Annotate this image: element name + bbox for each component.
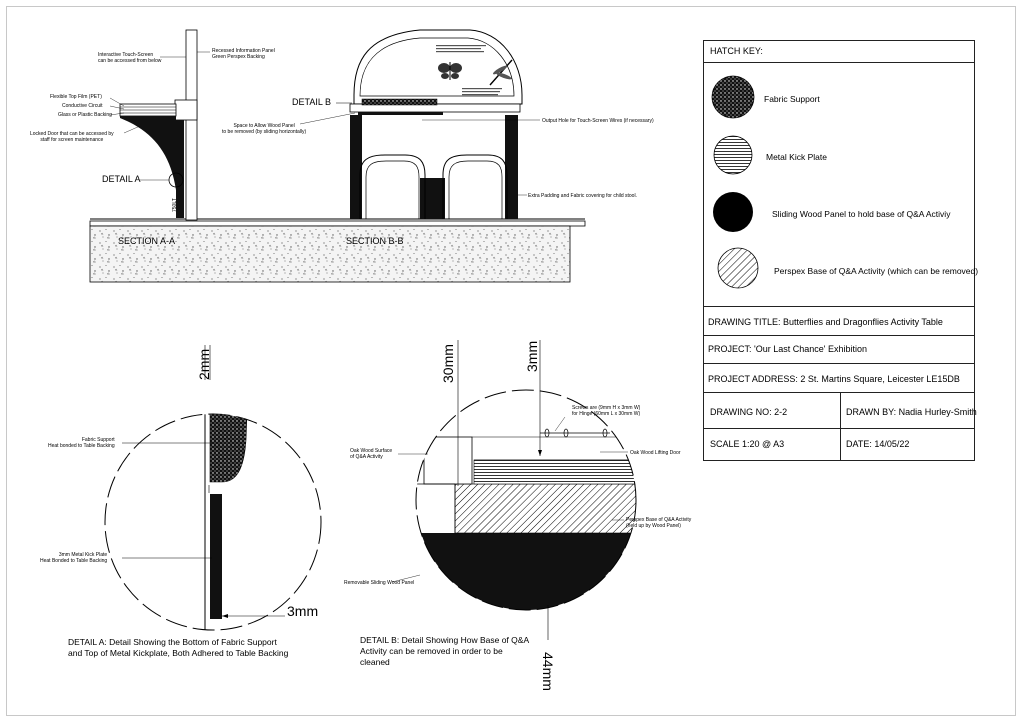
ann-oak-door: Oak Wood Lifting Door bbox=[630, 450, 681, 456]
section-aa-label: SECTION A-A bbox=[118, 236, 176, 246]
ann-padding: Extra Padding and Fabric covering for ch… bbox=[528, 193, 637, 199]
detail-a-dim-3mm: 3mm bbox=[287, 603, 319, 619]
hatch-swatch-metal bbox=[713, 135, 753, 175]
detail-b-dim-44mm: 44mm bbox=[540, 652, 556, 691]
key-label-metal: Metal Kick Plate bbox=[766, 152, 827, 162]
ann-perspex-base: Perspex Base of Q&A Activity (held up by… bbox=[626, 517, 692, 529]
drawn-by: DRAWN BY: Nadia Hurley-Smith bbox=[846, 407, 977, 417]
drawing-no-row: DRAWING NO: 2-2 DRAWN BY: Nadia Hurley-S… bbox=[704, 393, 977, 429]
detail-b-drawing bbox=[391, 340, 637, 640]
butterfly-icon bbox=[438, 62, 462, 80]
ann-fabric-support: Fabric Support Heat bonded to Table Back… bbox=[48, 437, 115, 449]
ann-space-panel: Space to Allow Wood Panel to be removed … bbox=[222, 123, 307, 135]
hatch-swatch-perspex bbox=[717, 247, 759, 289]
project-address: PROJECT ADDRESS: 2 St. Martins Square, L… bbox=[708, 374, 960, 384]
date: DATE: 14/05/22 bbox=[846, 439, 910, 449]
dragonfly-icon bbox=[489, 59, 513, 86]
ann-sliding-panel: Removable Sliding Wood Panel bbox=[344, 580, 415, 586]
hatch-swatch-fabric bbox=[711, 75, 755, 119]
detail-b-dim-3mm: 3mm bbox=[524, 340, 540, 372]
project-row: PROJECT: 'Our Last Chance' Exhibition bbox=[704, 336, 974, 364]
ann-touch-screen: Interactive Touch-Screen can be accessed… bbox=[98, 52, 162, 64]
project-name: PROJECT: 'Our Last Chance' Exhibition bbox=[708, 344, 868, 354]
detail-b-dim-30mm: 30mm bbox=[440, 344, 456, 383]
ann-output-hole: Output Hole for Touch-Screen Wires (if n… bbox=[542, 118, 654, 124]
ann-height-note: 750LT bbox=[172, 198, 178, 212]
ann-locked-door: Locked Door that can be accessed by staf… bbox=[30, 131, 114, 143]
drawing-no: DRAWING NO: 2-2 bbox=[710, 407, 788, 417]
ann-backing: Glass or Plastic Backing bbox=[58, 112, 112, 118]
key-label-fabric: Fabric Support bbox=[764, 94, 820, 104]
drawing-title-row: DRAWING TITLE: Butterflies and Dragonfli… bbox=[704, 307, 974, 336]
scale-row: SCALE 1:20 @ A3 DATE: 14/05/22 bbox=[704, 429, 974, 461]
section-bb-label: SECTION B-B bbox=[346, 236, 404, 246]
detail-a-caption: DETAIL A: Detail Showing the Bottom of F… bbox=[68, 637, 289, 658]
hatch-key-heading: HATCH KEY: bbox=[710, 46, 763, 56]
detail-a-dim-2mm: 2mm bbox=[196, 348, 212, 380]
detail-a-marker: DETAIL A bbox=[102, 174, 141, 184]
ann-oak-surface: Oak Wood Surface of Q&A Activity bbox=[350, 448, 393, 460]
hatch-key-swatches bbox=[711, 75, 759, 289]
ann-top-film: Flexible Top Film (PET) bbox=[50, 94, 102, 100]
scale: SCALE 1:20 @ A3 bbox=[710, 439, 785, 449]
hatch-key-header-row: HATCH KEY: bbox=[704, 41, 974, 63]
title-block: HATCH KEY: Fabric Support Metal Kick Pla… bbox=[703, 40, 978, 461]
hinge-screws bbox=[540, 428, 610, 438]
detail-b-marker: DETAIL B bbox=[292, 97, 332, 107]
ann-circuit: Conductive Circuit bbox=[62, 103, 103, 109]
drawing-sheet-border bbox=[6, 6, 1016, 716]
detail-a-drawing bbox=[104, 345, 322, 631]
project-address-row: PROJECT ADDRESS: 2 St. Martins Square, L… bbox=[704, 364, 974, 393]
hatch-swatch-wood bbox=[713, 192, 753, 232]
drawing-title: DRAWING TITLE: Butterflies and Dragonfli… bbox=[708, 317, 943, 327]
hatch-key-body: Fabric Support Metal Kick Plate Sliding … bbox=[704, 63, 978, 307]
ann-info-panel: Recessed Information Panel Green Perspex… bbox=[212, 48, 275, 60]
key-label-wood: Sliding Wood Panel to hold base of Q&A A… bbox=[772, 209, 951, 219]
section-elevations bbox=[89, 29, 586, 283]
key-label-perspex: Perspex Base of Q&A Activity (which can … bbox=[774, 266, 979, 276]
ann-metal-kick-plate: 3mm Metal Kick Plate Heat Bonded to Tabl… bbox=[40, 552, 108, 564]
ann-screws: Screws are (9mm H x 3mm W) for Hinge (60… bbox=[572, 405, 641, 417]
detail-b-caption: DETAIL B: Detail Showing How Base of Q&A… bbox=[360, 635, 530, 667]
